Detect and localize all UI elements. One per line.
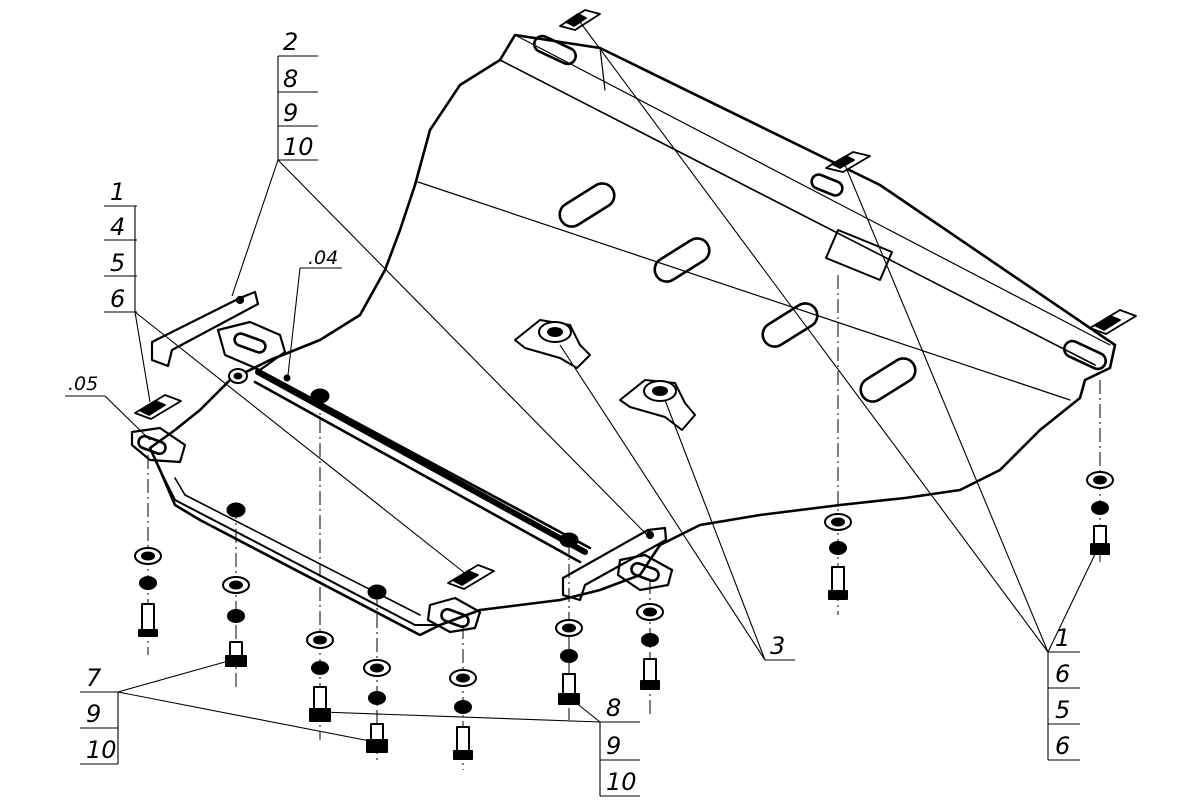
lock-washer: [311, 661, 329, 675]
rear-cutout: [825, 229, 893, 281]
stack-bottom-center-label-1: 8: [606, 694, 621, 722]
label-stack-bottom-right: [1047, 651, 1080, 761]
main-plate: [148, 33, 1117, 637]
oblong-hole-4: [859, 357, 917, 403]
callout-04: .04: [308, 247, 338, 269]
cross-member-band: [255, 369, 588, 555]
front-skirt: [159, 469, 441, 626]
brackets: [150, 290, 668, 602]
bolt: [366, 723, 388, 753]
front-left-tab: [130, 426, 187, 464]
oblong-hole-1: [558, 182, 616, 228]
stack-bottom-center-label-3: 10: [606, 768, 637, 796]
label-stack-mid-left: [104, 205, 137, 313]
plate-holes: [226, 368, 579, 600]
plate-bend-2: [599, 47, 606, 91]
stack-bottom-right-label-4: 6: [1055, 732, 1070, 760]
stack-top-left-label-2: 8: [283, 65, 298, 93]
right-tab-slot: [630, 561, 660, 583]
clip-nut-top-1: [559, 9, 601, 31]
bolt: [453, 726, 473, 760]
plate-rear-fold: [499, 59, 1096, 366]
label-stack-bottom-center: [599, 721, 640, 797]
slot-top-3: [1063, 339, 1107, 371]
label-stack-bottom-left: [80, 691, 119, 765]
front-center-tab-slot: [440, 607, 470, 629]
bolt: [225, 641, 247, 667]
bracket-right-hole: [645, 530, 655, 540]
leader-lines: [104, 21, 1099, 743]
bolt: [640, 658, 660, 690]
lock-washer: [829, 541, 847, 555]
lock-washer: [139, 576, 157, 590]
stack-bottom-left-label-2: 9: [86, 700, 101, 728]
bolt: [558, 673, 580, 705]
bracket-left-hole: [235, 295, 245, 305]
lock-washer: [641, 633, 659, 647]
lock-washer: [368, 691, 386, 705]
cross-member: [130, 320, 674, 634]
plate-outline: [148, 33, 1117, 637]
slot-top-1: [533, 34, 577, 66]
callout-05: .05: [68, 373, 98, 395]
stack-bottom-left-label-3: 10: [86, 736, 117, 764]
cage-nuts: [514, 319, 696, 431]
clip-nut-top-2: [825, 151, 871, 173]
stack-bottom-center-label-2: 9: [606, 732, 621, 760]
stack-mid-left-label-1: 1: [110, 178, 125, 206]
lock-washer: [1091, 501, 1109, 515]
callout-3: 3: [770, 632, 785, 660]
plate-rear-fold-2: [514, 34, 1111, 346]
oblong-hole-3: [761, 302, 819, 348]
left-tab: [216, 320, 287, 372]
lock-washer: [560, 649, 578, 663]
bolts: [138, 525, 1110, 760]
bolt: [309, 686, 331, 722]
cross-member-bottom: [253, 380, 582, 564]
right-tab: [616, 553, 674, 592]
front-skirt-inner: [174, 477, 421, 616]
front-center-tab: [426, 596, 482, 634]
bolt: [138, 603, 158, 637]
front-left-tab-slot: [137, 434, 167, 456]
clip-nut-left: [134, 394, 182, 420]
stack-bottom-left-label-1: 7: [86, 664, 102, 692]
lock-washer: [227, 609, 245, 623]
stack-top-left-label-4: 10: [283, 133, 314, 161]
stack-bottom-right-label-2: 6: [1055, 660, 1070, 688]
clip-nuts: [134, 9, 1137, 590]
cage-nut-2: [619, 379, 696, 431]
stack-bottom-right-label-3: 5: [1055, 696, 1070, 724]
stack-bottom-right-label-1: 1: [1055, 624, 1070, 652]
bolt: [828, 566, 848, 600]
bolt: [1090, 525, 1110, 555]
stack-top-left-label-3: 9: [283, 99, 298, 127]
stack-mid-left-label-4: 6: [110, 285, 125, 313]
left-tab-slot: [233, 332, 267, 354]
clip-nut-center: [447, 564, 495, 590]
bracket-right: [561, 526, 668, 602]
cage-nut-1: [514, 319, 591, 369]
stack-mid-left-label-2: 4: [110, 213, 125, 241]
plate-bend-1: [417, 181, 1071, 401]
slot-top-2: [810, 173, 844, 197]
stack-mid-left-label-3: 5: [110, 249, 125, 277]
callout-underlines: [65, 267, 795, 661]
clip-nut-top-3: [1089, 309, 1137, 335]
stack-top-left-label-1: 2: [283, 28, 298, 56]
washers: [134, 471, 1114, 714]
lock-washer: [454, 700, 472, 714]
oblong-hole-2: [653, 237, 711, 283]
label-stack-top-left: [278, 55, 318, 161]
